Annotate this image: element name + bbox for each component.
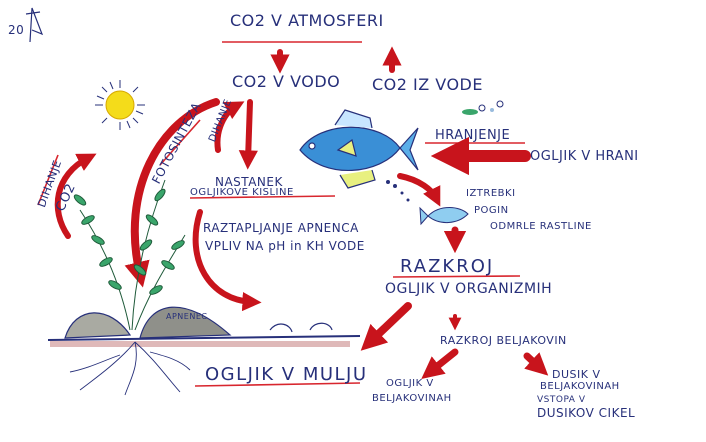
label-limestone-line1: RAZTAPLJANJE APNENCA [203, 221, 359, 235]
label-acid-line2: OGLJIKOVE KISLINE [190, 187, 294, 198]
signature-year: 20 [8, 23, 25, 37]
label-waste-line3: ODMRLE RASTLINE [490, 221, 592, 232]
plant-roots [69, 341, 191, 396]
label-co2-atmosphere: CO2 V ATMOSFERI [230, 11, 384, 30]
label-limestone-line2: VPLIV NA pH in KH VODE [205, 239, 365, 253]
label-protein-decomposition: RAZKROJ BELJAKOVIN [440, 334, 567, 347]
arrow-plant-respiration [54, 153, 97, 239]
waste-dots-icon [386, 180, 410, 202]
lake-bottom-sediment [47, 335, 361, 347]
dead-fish-icon [419, 206, 469, 226]
label-nitrogen-line4: DUSIKOV CIKEL [537, 406, 636, 420]
fish-icon [299, 109, 419, 189]
label-carbon-in-mud: OGLJIK V MULJU [205, 364, 368, 385]
label-waste-line1: IZTREBKI [466, 188, 516, 199]
sun-icon [95, 80, 145, 130]
label-carbon-protein-line2: BELJAKOVINAH [372, 393, 452, 404]
arrow-to-mud [360, 302, 412, 351]
label-decomposition: RAZKROJ [400, 256, 495, 277]
label-limestone: APNENEC [166, 312, 208, 321]
label-co2-into-water: CO2 V VODO [232, 72, 341, 91]
arrow-fish-respiration [214, 101, 245, 153]
arrow-fish-waste [397, 173, 441, 207]
label-nitrogen-line1: DUSIK V [552, 368, 601, 381]
flow-arrows [54, 46, 549, 379]
arrow-carbonic-acid [238, 99, 258, 170]
label-carbon-protein-line1: OGLJIK V [386, 378, 434, 389]
label-waste-line2: POGIN [474, 205, 509, 216]
arrow-limestone-dissolving [192, 209, 262, 312]
limestone-rocks [64, 306, 333, 339]
food-particles-icon [462, 100, 504, 115]
red-underlines [37, 41, 525, 387]
label-feeding: HRANJENJE [435, 128, 511, 143]
label-carbon-in-food: OGLJIK V HRANI [530, 149, 639, 164]
arrow-photosynthesis [124, 98, 220, 288]
arrow-to-carbon-protein [421, 348, 459, 379]
label-acid-line1: NASTANEK [215, 175, 283, 189]
arrow-to-nitrogen [523, 352, 549, 376]
label-nitrogen-line2: BELJAKOVINAH [540, 381, 620, 392]
label-co2-from-water: CO2 IZ VODE [372, 75, 483, 94]
label-nitrogen-line3: VSTOPA V [537, 395, 586, 405]
label-carbon-in-organisms: OGLJIK V ORGANIZMIH [385, 281, 553, 297]
signature-logo [25, 7, 44, 43]
water-plant-icon [73, 179, 186, 331]
